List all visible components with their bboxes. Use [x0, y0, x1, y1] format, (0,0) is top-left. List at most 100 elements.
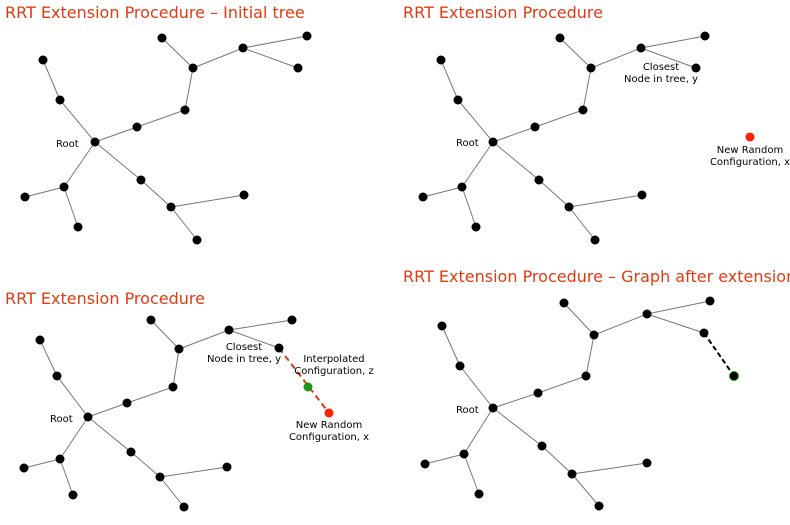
random-configuration-node: [324, 408, 334, 418]
tree-node: [564, 202, 574, 212]
tree-edges: [424, 300, 711, 507]
tree-node: [174, 344, 184, 354]
root-label: Root: [56, 139, 79, 150]
tree-node: [586, 63, 596, 73]
tree-node: [38, 55, 48, 65]
tree-node: [537, 441, 547, 451]
tree-node: [222, 462, 232, 472]
tree-node: [302, 31, 312, 41]
tree-node: [20, 192, 30, 202]
tree-edges: [422, 35, 706, 241]
closest-node-label-line2: Node in tree, y: [624, 74, 698, 85]
tree-node: [239, 190, 249, 200]
tree-node: [68, 490, 78, 500]
tree-node: [533, 388, 543, 398]
tree-diagram: Root Closest Node in tree, y Interpolate…: [19, 315, 374, 512]
panel-title: RRT Extension Procedure – Initial tree: [5, 3, 305, 22]
tree-node: [122, 398, 132, 408]
tree-node: [436, 55, 446, 65]
panel-after-extension: RRT Extension Procedure – Graph after ex…: [398, 262, 790, 525]
random-config-label-line2: Configuration, x: [710, 157, 790, 168]
random-configuration-node: [745, 132, 755, 142]
tree-node: [192, 235, 202, 245]
closest-node: [274, 343, 284, 353]
tree-node: [455, 361, 465, 371]
tree-node: [52, 371, 62, 381]
tree-node: [59, 182, 69, 192]
tree-node: [126, 447, 136, 457]
tree-node: [534, 175, 544, 185]
tree-node: [567, 469, 577, 479]
closest-node-label-line1: Closest: [226, 342, 262, 353]
closest-node-label-line1: Closest: [643, 62, 679, 73]
tree-node: [83, 412, 93, 422]
tree-node: [453, 95, 463, 105]
tree-node: [488, 137, 498, 147]
panel-initial-tree: RRT Extension Procedure – Initial tree: [0, 0, 395, 262]
tree-node: [157, 33, 167, 43]
tree-node: [578, 105, 588, 115]
tree-node: [224, 325, 234, 335]
tree-node: [238, 43, 248, 53]
tree-node: [188, 63, 198, 73]
tree-nodes: [418, 31, 755, 245]
tree-node: [705, 296, 715, 306]
closest-node: [691, 63, 701, 73]
new-edge: [703, 332, 735, 377]
tree-node: [636, 43, 646, 53]
new-node: [729, 371, 739, 381]
root-label: Root: [456, 138, 479, 149]
tree-nodes: [420, 296, 739, 511]
tree-node: [488, 403, 498, 413]
panel-interpolation: RRT Extension Procedure: [0, 262, 395, 525]
tree-node: [700, 31, 710, 41]
extension-line: [278, 347, 330, 414]
interpolated-config-label-line1: Interpolated: [303, 354, 364, 365]
panel-title: RRT Extension Procedure: [5, 289, 205, 308]
tree-node: [581, 371, 591, 381]
tree-node: [35, 335, 45, 345]
tree-node: [55, 454, 65, 464]
tree-node: [559, 298, 569, 308]
random-config-label-line2: Configuration, x: [289, 432, 369, 443]
tree-node: [420, 459, 430, 469]
tree-node: [136, 175, 146, 185]
interpolated-config-label-line2: Configuration, z: [294, 366, 373, 377]
tree-node: [555, 33, 565, 43]
random-config-label-line1: New Random: [296, 420, 362, 431]
tree-node: [590, 235, 600, 245]
tree-node: [19, 463, 29, 473]
closest-node-label-line2: Node in tree, y: [207, 354, 281, 365]
tree-node: [637, 190, 647, 200]
panel-title: RRT Extension Procedure: [403, 3, 603, 22]
tree-diagram: Root: [420, 296, 739, 511]
tree-node: [179, 502, 189, 512]
panel-random-sample: RRT Extension Procedure: [398, 0, 790, 262]
interpolated-configuration-node: [303, 382, 313, 392]
tree-node: [437, 321, 447, 331]
tree-node: [287, 315, 297, 325]
random-config-label-line1: New Random: [717, 145, 783, 156]
tree-node: [166, 202, 176, 212]
tree-node: [699, 328, 709, 338]
tree-node: [132, 122, 142, 132]
root-label: Root: [50, 414, 73, 425]
tree-node: [589, 330, 599, 340]
tree-edges: [23, 319, 293, 508]
tree-node: [180, 105, 190, 115]
tree-node: [168, 382, 178, 392]
tree-node: [55, 95, 65, 105]
tree-node: [73, 222, 83, 232]
tree-node: [530, 122, 540, 132]
tree-node: [146, 315, 156, 325]
tree-edges: [24, 35, 308, 241]
tree-diagram: Root Closest Node in tree, y New Random …: [418, 31, 790, 245]
panel-title: RRT Extension Procedure – Graph after ex…: [403, 267, 790, 286]
tree-node: [155, 472, 165, 482]
tree-node: [293, 63, 303, 73]
tree-diagram: Root: [20, 31, 312, 245]
tree-node: [90, 137, 100, 147]
tree-node: [642, 309, 652, 319]
tree-node: [418, 192, 428, 202]
tree-node: [471, 222, 481, 232]
